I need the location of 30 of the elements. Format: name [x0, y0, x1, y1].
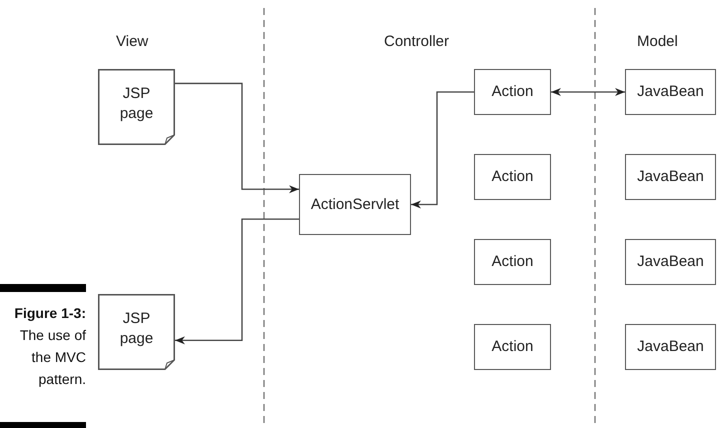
node-label: JavaBean: [637, 252, 704, 272]
document-shape: [98, 294, 175, 370]
node-label: JSP page: [118, 309, 154, 349]
process-box: [474, 154, 551, 200]
process-box: [625, 324, 716, 370]
process-box: [625, 69, 716, 115]
node-label: ActionServlet: [310, 194, 400, 214]
process-box: [625, 239, 716, 285]
node-label: Action: [492, 252, 534, 272]
process-box: [474, 324, 551, 370]
arrow: [411, 91, 474, 208]
figure-caption: Figure 1-3: The use of the MVC pattern.: [13, 304, 86, 389]
arrow: [551, 88, 625, 96]
column-heading: View: [116, 32, 148, 52]
process-box: [474, 239, 551, 285]
node-label: JavaBean: [637, 337, 704, 357]
document-shape: [98, 69, 175, 145]
column-heading: Model: [637, 32, 678, 52]
node-label: JavaBean: [637, 82, 704, 102]
process-box: [625, 154, 716, 200]
node-label: Action: [492, 167, 534, 187]
node-label: JavaBean: [637, 167, 704, 187]
node-label: Action: [492, 82, 534, 102]
arrow: [175, 82, 299, 194]
process-box: [299, 174, 411, 235]
arrow: [175, 218, 299, 344]
process-box: [474, 69, 551, 115]
column-heading: Controller: [384, 32, 450, 52]
node-label: Action: [492, 337, 534, 357]
node-label: JSP page: [118, 84, 154, 124]
